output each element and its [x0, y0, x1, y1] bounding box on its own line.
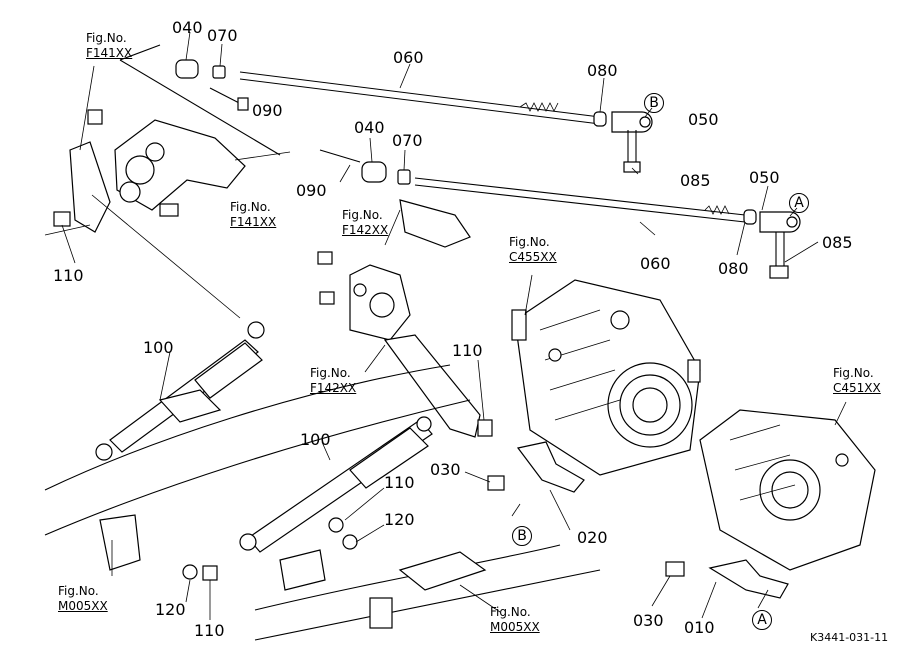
lever-010 — [665, 559, 789, 599]
part-label-090: 090 — [296, 181, 327, 200]
bracket-f142-assembly — [317, 199, 493, 438]
ball-joint-040-lower — [319, 149, 411, 185]
frame-rails — [44, 364, 601, 641]
figure-ref-f142xx: Fig.No. F142XX — [310, 366, 357, 395]
part-label-100: 100 — [143, 338, 174, 357]
transmission-c451 — [699, 409, 876, 571]
figure-ref-m005xx: Fig.No. M005XX — [490, 605, 540, 634]
figure-ref-c451xx: Fig.No. C451XX — [833, 366, 881, 395]
part-label-110: 110 — [194, 621, 225, 640]
marker-b: B — [512, 526, 532, 546]
part-label-085: 085 — [822, 233, 853, 252]
transmission-c455 — [511, 279, 701, 476]
part-label-020: 020 — [577, 528, 608, 547]
part-label-110: 110 — [384, 473, 415, 492]
part-label-030: 030 — [430, 460, 461, 479]
lever-020 — [487, 441, 585, 493]
part-label-080: 080 — [587, 61, 618, 80]
part-label-040: 040 — [172, 18, 203, 37]
bracket-f141-assembly — [53, 44, 281, 233]
part-label-060: 060 — [640, 254, 671, 273]
leader-lines — [44, 151, 291, 319]
marker-a: A — [752, 610, 772, 630]
figure-ref-f142xx: Fig.No. F142XX — [342, 208, 389, 237]
label-leaders — [61, 31, 847, 620]
rod-060-lower — [414, 177, 746, 223]
figure-ref-m005xx: Fig.No. M005XX — [58, 584, 108, 613]
part-label-070: 070 — [207, 26, 238, 45]
rod-060-upper — [239, 71, 601, 125]
part-label-070: 070 — [392, 131, 423, 150]
damper-100-upper — [95, 321, 265, 461]
washers-nuts — [182, 517, 358, 581]
rod-end-050-lower — [743, 209, 801, 279]
part-label-110: 110 — [53, 266, 84, 285]
figure-ref-f141xx: Fig.No. F141XX — [230, 200, 277, 229]
part-label-060: 060 — [393, 48, 424, 67]
part-label-110: 110 — [452, 341, 483, 360]
part-label-050: 050 — [749, 168, 780, 187]
part-label-120: 120 — [155, 600, 186, 619]
part-label-050: 050 — [688, 110, 719, 129]
part-label-085: 085 — [680, 171, 711, 190]
marker-a: A — [789, 193, 809, 213]
part-label-100: 100 — [300, 430, 331, 449]
part-label-040: 040 — [354, 118, 385, 137]
rod-end-050-upper — [593, 111, 653, 173]
part-label-120: 120 — [384, 510, 415, 529]
figure-ref-f141xx: Fig.No. F141XX — [86, 31, 133, 60]
marker-b: B — [644, 93, 664, 113]
damper-100-lower — [239, 416, 433, 553]
part-label-080: 080 — [718, 259, 749, 278]
part-label-030: 030 — [633, 611, 664, 630]
drawing-reference-number: K3441-031-11 — [810, 631, 889, 644]
ball-joint-040-upper — [175, 59, 249, 111]
figure-ref-c455xx: Fig.No. C455XX — [509, 235, 557, 264]
part-label-010: 010 — [684, 618, 715, 637]
part-label-090: 090 — [252, 101, 283, 120]
